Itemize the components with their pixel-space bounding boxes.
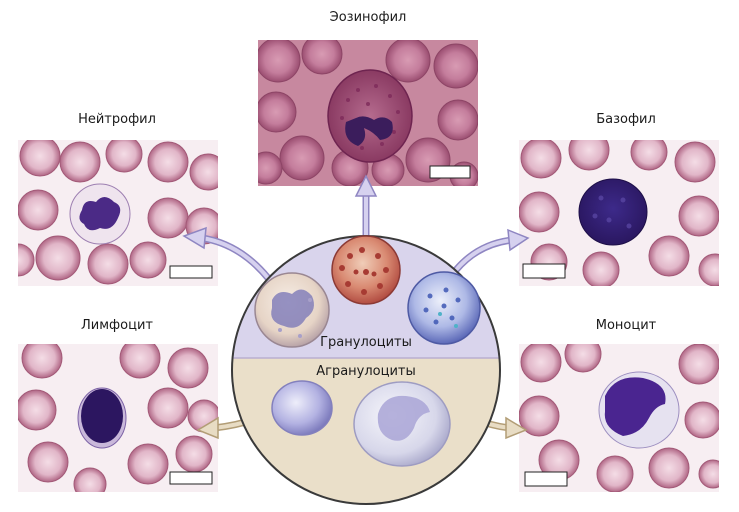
basophil-cell [407, 271, 481, 345]
label-monocyte: Моноцит [595, 318, 657, 333]
label-basophil: Базофил [596, 112, 656, 127]
basophil-micrograph [519, 140, 719, 286]
monocyte-cell [353, 381, 451, 467]
monocyte-micrograph [519, 344, 719, 492]
label-lymphocyte: Лимфоцит [81, 318, 153, 333]
arrow-to-basophil [453, 228, 530, 273]
arrow-to-neutrophil [182, 226, 271, 281]
agranulocytes-label: Агранулоциты [316, 364, 416, 379]
neutrophil-cell [254, 272, 330, 348]
label-eosinophil: Эозинофил [329, 10, 407, 25]
label-neutrophil: Нейтрофил [78, 112, 156, 127]
granulocytes-label: Гранулоциты [320, 335, 412, 350]
neutrophil-micrograph [18, 140, 218, 286]
eosinophil-micrograph [258, 40, 478, 186]
eosinophil-cell [331, 235, 401, 305]
lymphocyte-cell [271, 380, 333, 436]
lymphocyte-micrograph [18, 344, 218, 492]
